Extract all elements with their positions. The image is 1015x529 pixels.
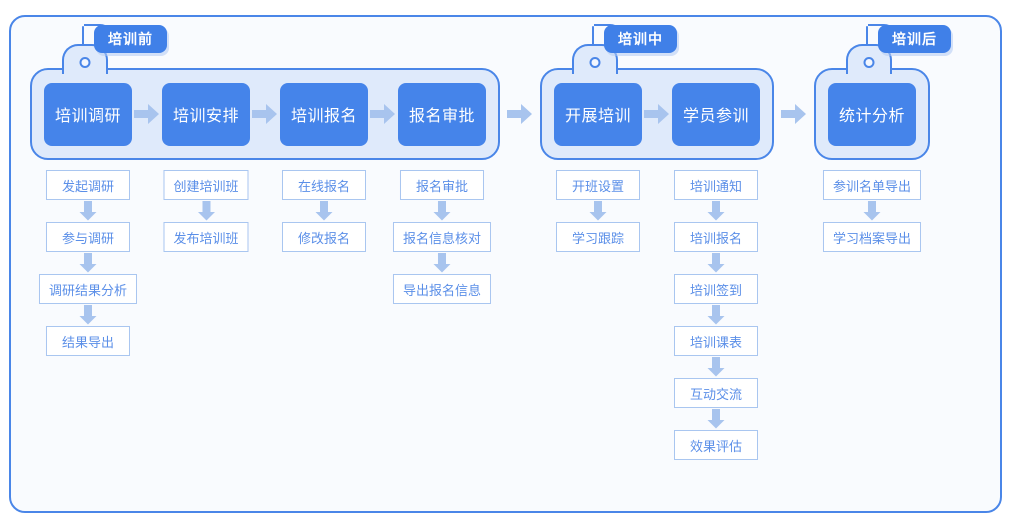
- arrow-down-icon: [705, 356, 727, 378]
- arrow-right-icon: [250, 101, 280, 127]
- subtask-box[interactable]: 在线报名: [282, 170, 366, 200]
- subtask-box[interactable]: 结果导出: [45, 326, 130, 356]
- arrow-down-icon: [587, 200, 609, 222]
- subtask-stack: 开班设置学习跟踪: [556, 170, 640, 252]
- arrow-between-groups-icon: [781, 103, 807, 125]
- arrow-down-icon: [77, 304, 99, 326]
- subtask-stack: 报名审批报名信息核对导出报名信息: [392, 170, 492, 304]
- subtask-box[interactable]: 培训报名: [674, 222, 758, 252]
- subtask-box[interactable]: 培训签到: [674, 274, 758, 304]
- stage-box[interactable]: 学员参训: [672, 82, 760, 146]
- subtask-box[interactable]: 开班设置: [556, 170, 640, 200]
- arrow-down-icon: [705, 200, 727, 222]
- tag-hanger-bump: [62, 24, 114, 78]
- subtask-box[interactable]: 导出报名信息: [392, 274, 492, 304]
- subtask-box[interactable]: 发布培训班: [163, 222, 249, 252]
- stage-box[interactable]: 开展培训: [554, 82, 642, 146]
- stage-group-1: 培训前培训调研培训安排培训报名报名审批: [30, 24, 500, 160]
- stage-box[interactable]: 培训安排: [162, 82, 250, 146]
- subtask-box[interactable]: 互动交流: [674, 378, 758, 408]
- stage-box[interactable]: 报名审批: [398, 82, 486, 146]
- arrow-down-icon: [195, 200, 217, 222]
- arrow-down-icon: [77, 200, 99, 222]
- arrow-down-icon: [77, 252, 99, 274]
- subtask-box[interactable]: 修改报名: [282, 222, 366, 252]
- arrow-down-icon: [705, 408, 727, 430]
- group-stages-row: 培训调研培训安排培训报名报名审批: [32, 70, 498, 158]
- group-stages-row: 开展培训学员参训: [542, 70, 772, 158]
- stage-group-2: 培训中开展培训学员参训: [540, 24, 774, 160]
- subtask-stack: 培训通知培训报名培训签到培训课表互动交流效果评估: [674, 170, 758, 460]
- group-tag-label-2[interactable]: 培训中: [604, 25, 677, 53]
- stage-box[interactable]: 培训报名: [280, 82, 368, 146]
- arrow-right-icon: [642, 101, 672, 127]
- subtask-box[interactable]: 培训课表: [674, 326, 758, 356]
- stage-box[interactable]: 培训调研: [44, 82, 132, 146]
- subtask-box[interactable]: 创建培训班: [163, 170, 249, 200]
- subtask-box[interactable]: 培训通知: [674, 170, 758, 200]
- arrow-down-icon: [705, 252, 727, 274]
- subtask-stack: 在线报名修改报名: [282, 170, 366, 252]
- tag-hanger-hole-icon: [863, 57, 875, 68]
- arrow-down-icon: [861, 200, 883, 222]
- arrow-down-icon: [705, 304, 727, 326]
- subtask-box[interactable]: 参训名单导出: [822, 170, 922, 200]
- subtask-box[interactable]: 参与调研: [45, 222, 130, 252]
- subtask-box[interactable]: 报名审批: [399, 170, 484, 200]
- subtask-box[interactable]: 发起调研: [45, 170, 130, 200]
- tag-hanger-bump: [572, 24, 624, 78]
- group-stages-row: 统计分析: [816, 70, 928, 158]
- group-tag-label-1[interactable]: 培训前: [94, 25, 167, 53]
- subtask-stack: 创建培训班发布培训班: [163, 170, 249, 252]
- subtask-box[interactable]: 学习档案导出: [822, 222, 922, 252]
- subtask-box[interactable]: 学习跟踪: [556, 222, 640, 252]
- subtask-box[interactable]: 调研结果分析: [38, 274, 138, 304]
- arrow-down-icon: [431, 252, 453, 274]
- subtask-stack: 发起调研参与调研调研结果分析结果导出: [38, 170, 138, 356]
- tag-hanger-hole-icon: [79, 57, 91, 68]
- group-tag-label-3[interactable]: 培训后: [878, 25, 951, 53]
- arrow-right-icon: [132, 101, 162, 127]
- stage-box[interactable]: 统计分析: [828, 82, 916, 146]
- stage-group-3: 培训后统计分析: [814, 24, 951, 160]
- subtask-box[interactable]: 效果评估: [674, 430, 758, 460]
- arrow-between-groups-icon: [507, 103, 533, 125]
- subtask-box[interactable]: 报名信息核对: [392, 222, 492, 252]
- arrow-right-icon: [368, 101, 398, 127]
- arrow-down-icon: [313, 200, 335, 222]
- arrow-down-icon: [431, 200, 453, 222]
- subtask-stack: 参训名单导出学习档案导出: [822, 170, 922, 252]
- tag-hanger-hole-icon: [589, 57, 601, 68]
